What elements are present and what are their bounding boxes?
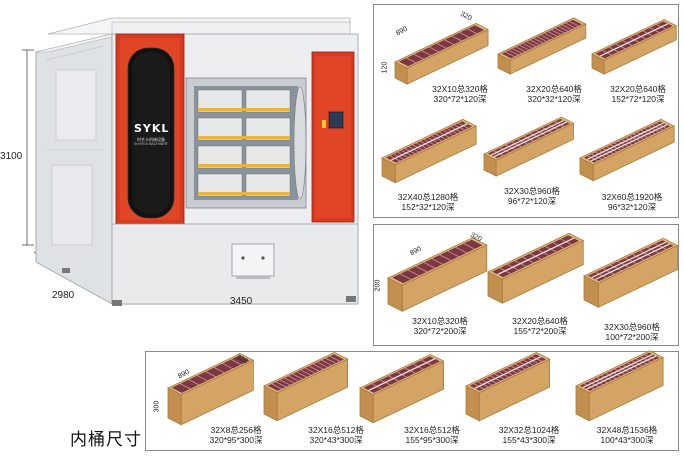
top-item-2-caption: 32X20总640格 320*32*120深 <box>526 84 582 104</box>
panel-top-depth-label: 120 <box>381 61 389 74</box>
height-dimension-label: 3100 <box>0 151 23 162</box>
bottom-bin-2 <box>263 351 349 422</box>
left-red-door <box>115 33 185 225</box>
control-screen <box>328 111 344 129</box>
top-bin-1 <box>394 22 489 85</box>
bottom-bin-3 <box>359 353 445 424</box>
panel-mid-depth-label: 200 <box>374 279 382 292</box>
bottom-item-4-caption: 32X32总1024格 155*43*300深 <box>498 425 560 445</box>
top-bin-6 <box>579 118 676 182</box>
top-bin-5 <box>483 116 575 177</box>
bottom-item-1-caption: 32X8总256格 320*95*300深 <box>209 425 263 445</box>
inner-drum <box>185 77 307 209</box>
top-item-1-caption: 32X10总320格 320*72*120深 <box>432 84 488 104</box>
brand-name-cn: 时艺卡机械设备 <box>137 137 165 142</box>
brand-subtext: SHIYIKA MACHINERY <box>134 142 168 146</box>
width-dimension-label: 3450 <box>230 296 253 307</box>
brand-logo: SYKL 时艺卡机械设备 SHIYIKA MACHINERY <box>134 122 168 146</box>
top-item-3-caption: 32X20总640格 152*72*120深 <box>610 84 666 104</box>
top-item-5-caption: 32X30总960格 96*72*120深 <box>504 186 560 206</box>
bottom-item-2-caption: 32X16总512格 320*43*300深 <box>308 425 364 445</box>
depth-dimension-label: 2980 <box>52 290 75 301</box>
bottom-item-3-caption: 32X16总512格 155*95*300深 <box>404 425 460 445</box>
top-bin-4 <box>381 118 478 184</box>
bottom-item-5-caption: 32X48总1536格 100*43*300深 <box>596 425 658 445</box>
brand-logo-text: SYKL <box>134 122 170 135</box>
bottom-bin-4 <box>465 351 551 422</box>
top-bin-2 <box>497 17 587 75</box>
mid-bin-1 <box>387 237 488 312</box>
mid-bin-3 <box>583 237 679 308</box>
top-item-6-caption: 32X60总1920格 96*32*120深 <box>601 192 663 212</box>
inner-bucket-size-title: 内桶尺寸 <box>70 430 142 450</box>
mid-item-1-caption: 32X10总320格 320*72*200深 <box>412 316 468 336</box>
access-hatch <box>231 243 275 277</box>
mid-bin-2 <box>487 232 585 304</box>
mid-item-2-caption: 32X20总640格 155*72*200深 <box>512 316 568 336</box>
top-bin-3 <box>591 19 678 75</box>
top-item-4-caption: 32X40总1280格 152*32*120深 <box>397 192 459 212</box>
height-dimension-line <box>22 49 34 246</box>
bottom-bin-5 <box>575 350 665 422</box>
bottom-bin-1 <box>167 353 255 426</box>
mid-item-3-caption: 32X30总960格 100*72*200深 <box>604 322 660 342</box>
right-red-door <box>311 51 355 223</box>
panel-bottom-depth-label: 300 <box>153 400 161 413</box>
